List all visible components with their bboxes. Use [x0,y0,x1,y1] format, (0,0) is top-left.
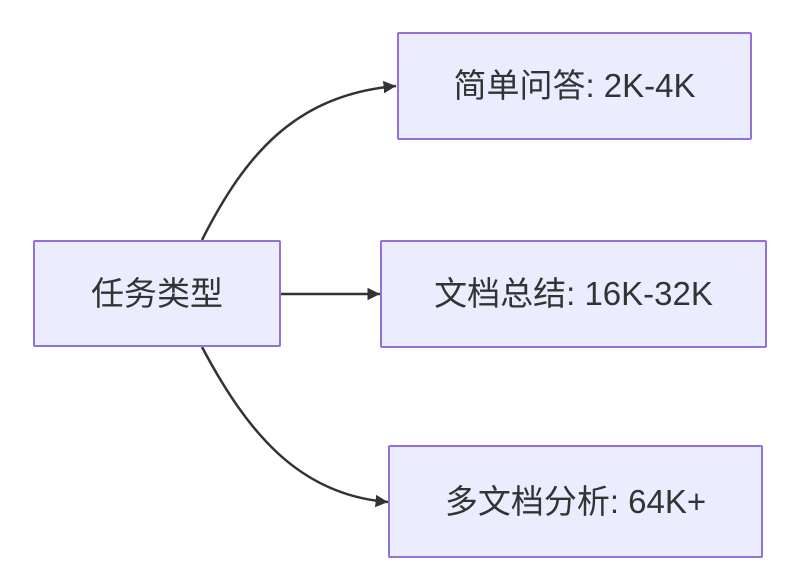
edge-root-to-multi-doc [200,346,389,508]
node-task-type-label: 任务类型 [91,274,223,312]
node-task-type: 任务类型 [33,240,281,347]
node-simple-qa-label: 简单问答: 2K-4K [453,67,696,105]
node-simple-qa: 简单问答: 2K-4K [397,32,752,140]
node-doc-summary-label: 文档总结: 16K-32K [434,275,713,313]
node-multi-doc-analysis-label: 多文档分析: 64K+ [444,482,707,520]
node-doc-summary: 文档总结: 16K-32K [380,240,767,348]
edge-root-to-simple-qa [200,80,397,241]
node-multi-doc-analysis: 多文档分析: 64K+ [388,445,763,558]
